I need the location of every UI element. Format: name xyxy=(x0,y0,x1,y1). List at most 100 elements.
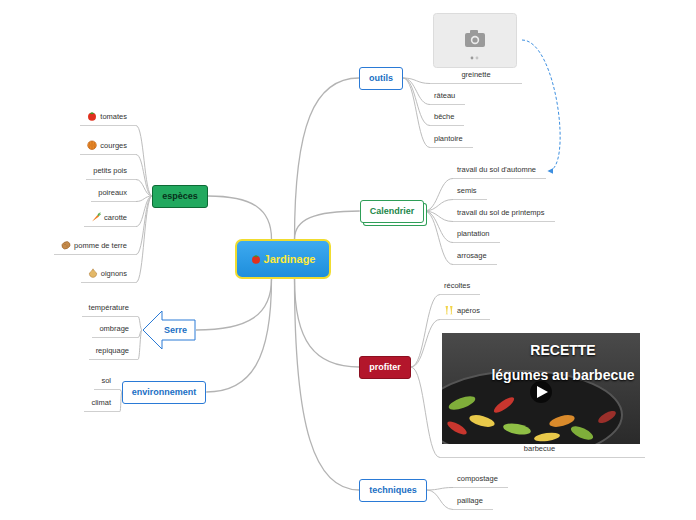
topic-text: environnement xyxy=(132,387,197,397)
topic-text: arrosage xyxy=(457,251,487,260)
topic-text: courges xyxy=(100,141,127,150)
leaf-connector xyxy=(427,488,453,491)
topic-leaf: travail du sol d'automne xyxy=(453,163,546,179)
branch-topic: profiter xyxy=(359,356,411,379)
leaf-connector xyxy=(411,320,440,367)
topic-leaf: plantoire xyxy=(430,132,473,148)
topic-leaf: compostage xyxy=(453,472,508,488)
topic-text: greinette xyxy=(461,70,490,79)
topic-text: râteau xyxy=(434,91,455,100)
topic-text: Jardinage xyxy=(264,253,316,265)
thumbnail-title: légumes au barbecue xyxy=(491,367,634,383)
topic-leaf: repiquage xyxy=(89,344,138,360)
topic-leaf: température xyxy=(82,301,138,317)
leaf-connector xyxy=(136,180,152,197)
branch-connector xyxy=(196,279,271,330)
leaf-connector xyxy=(424,200,453,212)
leaf-connector xyxy=(403,78,430,148)
topic-text: paillage xyxy=(457,496,483,505)
topic-leaf: tomates xyxy=(80,110,136,126)
topic-leaf: paillage xyxy=(453,494,493,510)
branch-topic: espèces xyxy=(152,185,208,208)
tomato-icon xyxy=(251,254,261,264)
central-topic: Jardinage xyxy=(235,239,331,279)
branch-connector xyxy=(295,211,360,239)
image-topic: greinette xyxy=(430,13,522,84)
leaf-connector xyxy=(136,196,152,283)
image-placeholder xyxy=(433,13,517,68)
topic-text: carotte xyxy=(104,213,127,222)
topic-leaf: travail du sol de printemps xyxy=(453,206,555,222)
topic-leaf: oignons xyxy=(81,267,136,283)
leaf-connector xyxy=(136,126,152,196)
leaf-connector xyxy=(411,367,440,458)
topic-text: compostage xyxy=(457,474,498,483)
leaf-connector xyxy=(136,155,152,196)
leaf-connector xyxy=(403,78,430,126)
tomato-icon xyxy=(87,111,97,121)
topic-text: profiter xyxy=(369,362,401,372)
topic-text: bêche xyxy=(434,112,454,121)
topic-text: poireaux xyxy=(98,188,127,197)
topic-text: température xyxy=(89,303,129,312)
relationship-arrow xyxy=(522,40,560,171)
carrot-icon xyxy=(91,212,101,222)
branch-topic: outils xyxy=(359,67,403,90)
topic-text: travail du sol d'automne xyxy=(457,165,536,174)
leaf-connector xyxy=(136,196,152,255)
topic-text: oignons xyxy=(101,269,127,278)
leaf-connector xyxy=(424,211,453,265)
topic-text: climat xyxy=(91,398,111,407)
leaf-connector xyxy=(138,330,142,360)
onion-icon xyxy=(88,268,98,278)
topic-leaf: carotte xyxy=(84,211,136,227)
topic-leaf: arrosage xyxy=(453,249,497,265)
potato-icon xyxy=(61,240,71,250)
leaf-connector xyxy=(424,179,453,212)
branch-connector xyxy=(208,196,272,239)
arrow-topic: Serre xyxy=(142,310,196,350)
topic-leaf: climat xyxy=(84,396,120,412)
topic-text: sol xyxy=(101,376,111,385)
topic-leaf: bêche xyxy=(430,110,464,126)
topic-text: travail du sol de printemps xyxy=(457,208,545,217)
branch-topic: Calendrier xyxy=(360,200,425,223)
topic-text: petits pois xyxy=(93,166,127,175)
branch-connector xyxy=(295,279,360,490)
topic-text: semis xyxy=(457,186,477,195)
topic-leaf: râteau xyxy=(430,89,465,105)
topic-text: techniques xyxy=(369,485,417,495)
branch-topic: environnement xyxy=(122,381,207,404)
topic-text: tomates xyxy=(100,112,127,121)
topic-leaf: poireaux xyxy=(91,186,136,202)
leaf-connector xyxy=(411,295,440,368)
topic-text: plantoire xyxy=(434,134,463,143)
topic-text: ombrage xyxy=(99,324,129,333)
topic-text: outils xyxy=(369,73,393,83)
topic-text: repiquage xyxy=(96,346,129,355)
branch-topic: techniques xyxy=(359,479,427,502)
topic-text: récoltes xyxy=(444,281,470,290)
leaf-connector xyxy=(138,317,142,331)
topic-text: Serre xyxy=(142,310,196,350)
leaf-connector xyxy=(427,490,453,510)
squash-icon xyxy=(87,140,97,150)
topic-text: plantation xyxy=(457,229,490,238)
topic-text: espèces xyxy=(162,191,198,201)
branch-connector xyxy=(295,279,360,367)
topic-leaf: petits pois xyxy=(86,164,136,180)
topic-leaf: ombrage xyxy=(92,322,138,338)
topic-leaf: semis xyxy=(453,184,487,200)
topic-text: pomme de terre xyxy=(74,241,127,250)
topic-leaf: récoltes xyxy=(440,279,480,295)
branch-connector xyxy=(206,279,271,392)
glass-icon xyxy=(444,305,454,315)
topic-leaf: barbecue xyxy=(440,442,645,458)
topic-leaf: sol xyxy=(94,374,120,390)
topic-text: Calendrier xyxy=(370,206,415,216)
topic-leaf: pomme de terre xyxy=(54,239,136,255)
topic-text: barbecue xyxy=(524,444,555,453)
topic-leaf: plantation xyxy=(453,227,500,243)
topic-text: apéros xyxy=(457,306,480,315)
